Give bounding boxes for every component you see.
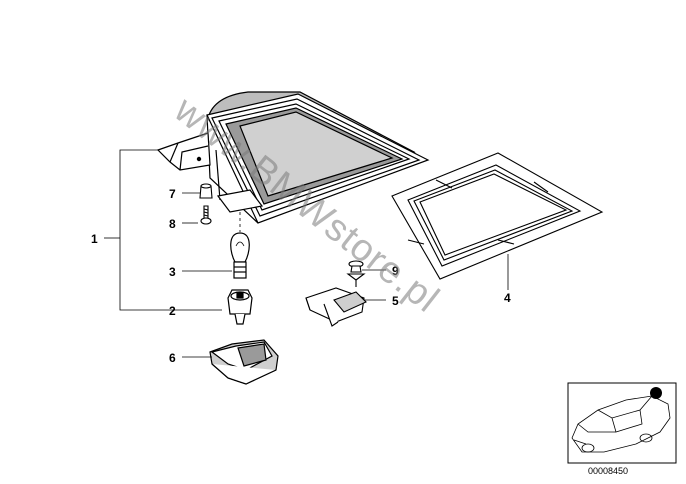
spacer-nut[interactable] bbox=[199, 183, 213, 199]
vehicle-thumbnail bbox=[567, 382, 677, 464]
callout-5: 5 bbox=[392, 294, 399, 308]
brake-light-housing[interactable] bbox=[156, 91, 430, 224]
bulb-socket[interactable] bbox=[227, 289, 253, 325]
car-outline bbox=[571, 395, 671, 453]
callout-1: 1 bbox=[91, 232, 98, 246]
screw[interactable] bbox=[200, 205, 212, 225]
bulb[interactable] bbox=[230, 232, 250, 279]
callout-6: 6 bbox=[169, 351, 176, 365]
callout-9: 9 bbox=[392, 264, 399, 278]
callout-8: 8 bbox=[169, 217, 176, 231]
gasket[interactable] bbox=[391, 152, 604, 280]
callout-2: 2 bbox=[169, 304, 176, 318]
socket-cover[interactable] bbox=[209, 339, 279, 385]
plastic-clip[interactable] bbox=[346, 260, 366, 287]
location-marker-icon bbox=[650, 387, 662, 399]
callout-7: 7 bbox=[169, 187, 176, 201]
diagram-number: 00008450 bbox=[588, 466, 628, 476]
leader-lines bbox=[104, 149, 509, 358]
clamp-holder[interactable] bbox=[305, 287, 367, 327]
callout-3: 3 bbox=[169, 265, 176, 279]
callout-4: 4 bbox=[504, 291, 511, 305]
